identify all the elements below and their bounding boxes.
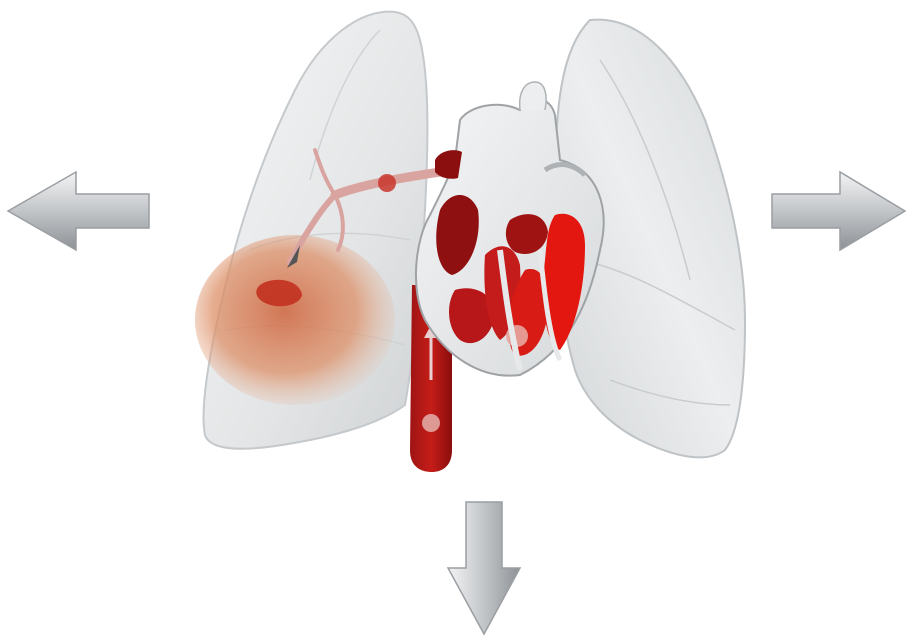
arrow-down-icon (446, 500, 522, 636)
arrow-left-button[interactable] (6, 170, 152, 252)
arrow-left-icon (6, 170, 152, 252)
embolus-small (378, 174, 396, 192)
arrow-down-button[interactable] (446, 500, 522, 636)
arrow-right-icon (770, 170, 907, 252)
pulmonary-artery (435, 150, 462, 179)
arrow-right-button[interactable] (770, 170, 907, 252)
embolus-vein (422, 414, 440, 432)
